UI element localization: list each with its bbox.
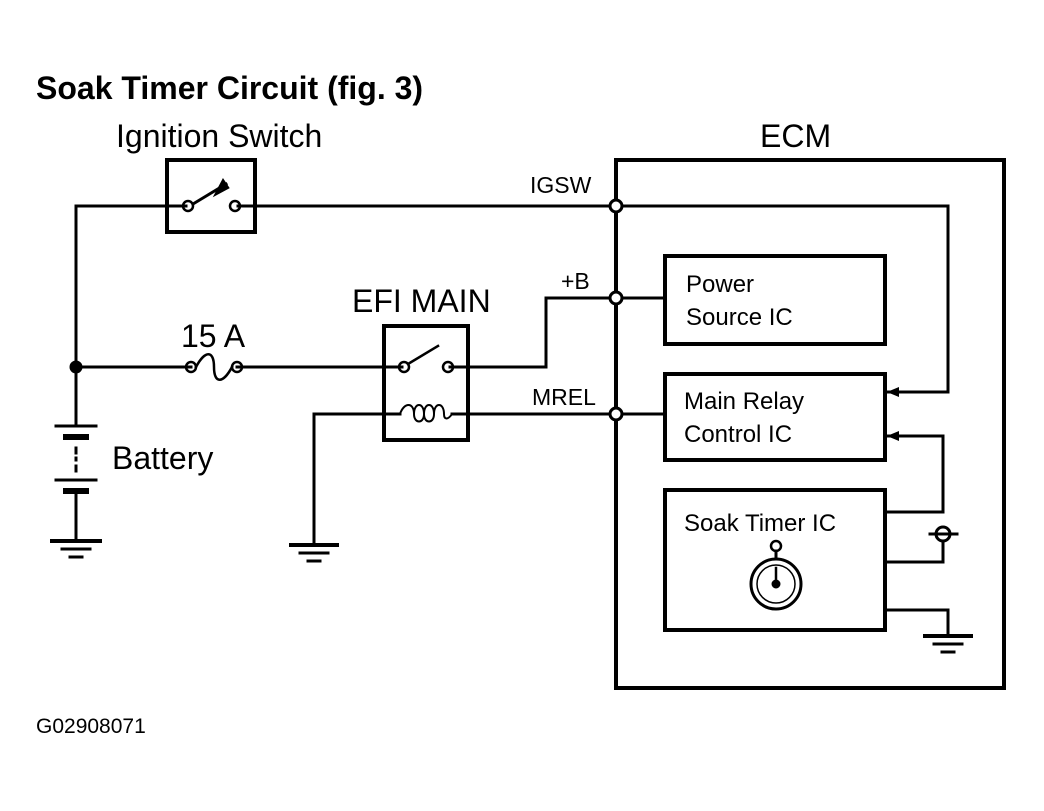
soak-to-main-relay-wire (883, 434, 945, 514)
soak-timer-ic-label: Soak Timer IC (684, 510, 837, 537)
fuse-label: 15 A (181, 318, 246, 354)
ecm-box (614, 158, 1006, 690)
terminal-icon (928, 525, 959, 543)
igsw-terminal (608, 198, 624, 214)
soak-timer-ic-box (663, 488, 887, 632)
relay-coil-wire (312, 412, 667, 547)
plus-b-wire (448, 296, 667, 369)
efi-main-label: EFI MAIN (352, 283, 491, 319)
fuse-icon (184, 353, 244, 381)
figure-code: G02908071 (36, 715, 146, 738)
ignition-switch-label: Ignition Switch (116, 118, 323, 154)
main-relay-control-ic-label: Main Relay Control IC (684, 385, 804, 451)
ignition-switch-box (165, 158, 257, 234)
plus-b-terminal (608, 290, 624, 306)
main-relay-control-ic-line-2: Control IC (684, 421, 793, 448)
igsw-label: IGSW (530, 172, 592, 198)
power-source-ic-line-1: Power (686, 271, 755, 298)
main-relay-control-ic-line-1: Main Relay (684, 388, 805, 415)
efi-main-relay-box (382, 324, 470, 442)
battery-icon (54, 424, 98, 542)
igsw-wire (74, 204, 950, 394)
battery-ground-icon (50, 539, 102, 559)
soak-timer-output-wire (883, 529, 945, 564)
switch-icon (181, 178, 242, 213)
mrel-label: MREL (532, 384, 596, 410)
ecm-ground-icon (923, 634, 973, 654)
power-source-ic-label: Power Source IC (686, 268, 793, 334)
battery-label: Battery (112, 440, 214, 476)
plus-b-label: +B (561, 268, 590, 294)
ecm-label: ECM (760, 118, 832, 154)
relay-ground-icon (289, 543, 339, 563)
soak-timer-ground-wire (883, 608, 950, 638)
main-relay-control-ic-box (663, 372, 887, 462)
mrel-terminal (608, 406, 624, 422)
power-source-ic-box (663, 254, 887, 346)
diagram-title: Soak Timer Circuit (fig. 3) (36, 70, 424, 106)
junction-dot (69, 360, 83, 374)
power-source-ic-line-2: Source IC (686, 304, 793, 331)
relay-icon (397, 344, 455, 423)
stopwatch-icon (749, 539, 803, 611)
